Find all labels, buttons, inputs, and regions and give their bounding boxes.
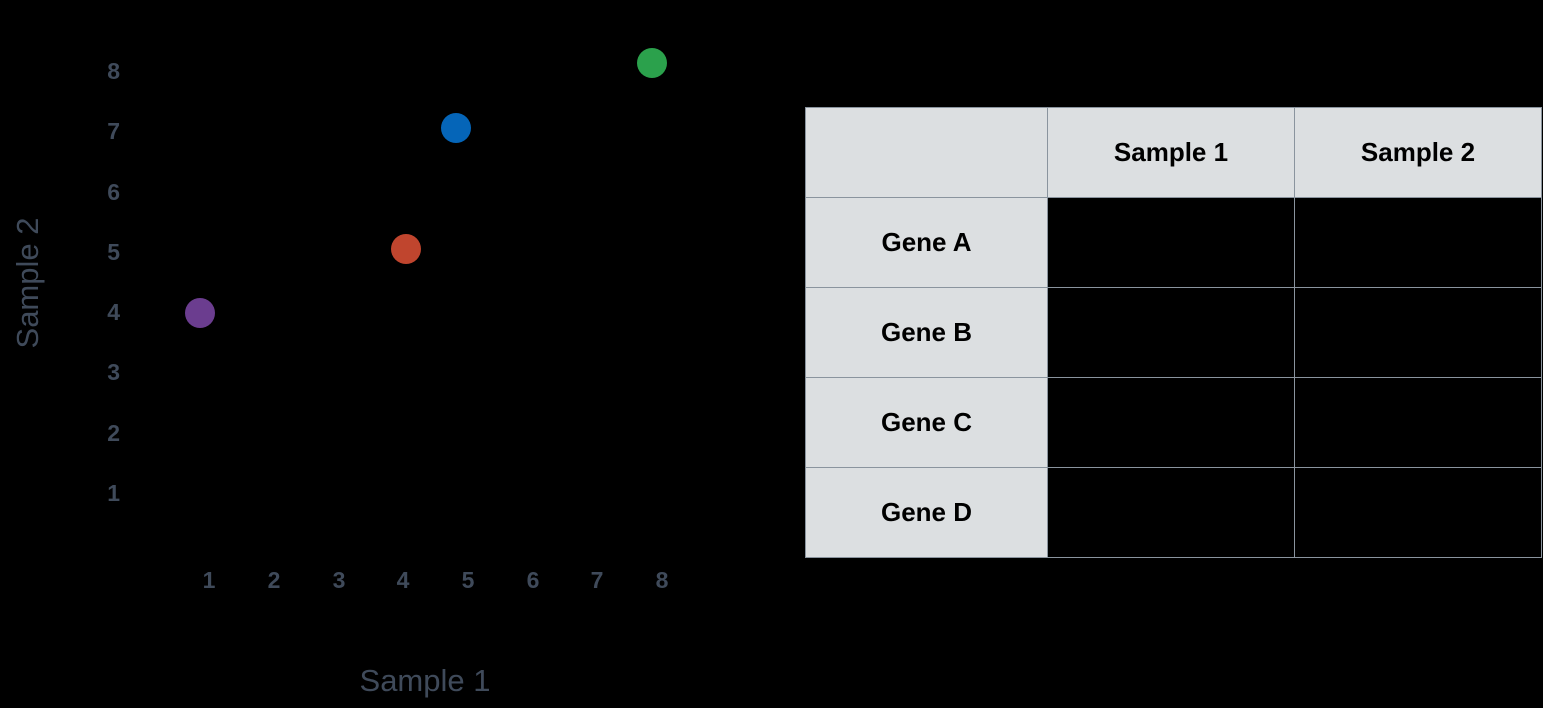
cell-gene-b-sample-1[interactable] bbox=[1047, 287, 1295, 378]
data-point-gene-c[interactable] bbox=[441, 113, 471, 143]
x-tick-label-3: 3 bbox=[332, 567, 346, 593]
x-tick-label-8: 8 bbox=[655, 567, 669, 593]
y-tick-label-4: 4 bbox=[107, 299, 120, 325]
x-axis-title: Sample 1 bbox=[359, 663, 491, 698]
y-tick-label-3: 3 bbox=[107, 359, 120, 385]
data-point-gene-b[interactable] bbox=[391, 234, 421, 264]
scatter-plot-panel: 8 7 6 5 4 3 2 1 1 2 3 4 5 6 7 8 Sample 1… bbox=[10, 48, 669, 698]
table-header-row: Sample 1 Sample 2 bbox=[805, 107, 1542, 198]
row-label-gene-d: Gene D bbox=[805, 467, 1048, 558]
data-point-gene-d[interactable] bbox=[637, 48, 667, 78]
table-row: Gene D bbox=[805, 467, 1542, 558]
table-header-sample-1[interactable]: Sample 1 bbox=[1047, 107, 1295, 198]
x-tick-label-6: 6 bbox=[526, 567, 540, 593]
cell-gene-d-sample-1[interactable] bbox=[1047, 467, 1295, 558]
cell-gene-c-sample-2[interactable] bbox=[1294, 377, 1542, 468]
y-tick-label-7: 7 bbox=[107, 118, 120, 144]
x-tick-label-5: 5 bbox=[461, 567, 475, 593]
table-row: Gene C bbox=[805, 377, 1542, 468]
x-tick-label-2: 2 bbox=[267, 567, 281, 593]
cell-gene-c-sample-1[interactable] bbox=[1047, 377, 1295, 468]
x-tick-label-7: 7 bbox=[590, 567, 604, 593]
y-tick-label-5: 5 bbox=[107, 239, 120, 265]
row-label-gene-a: Gene A bbox=[805, 197, 1048, 288]
row-label-gene-b: Gene B bbox=[805, 287, 1048, 378]
table-row: Gene B bbox=[805, 287, 1542, 378]
row-label-gene-c: Gene C bbox=[805, 377, 1048, 468]
table-header-sample-2[interactable]: Sample 2 bbox=[1294, 107, 1542, 198]
x-tick-label-4: 4 bbox=[396, 567, 410, 593]
x-tick-label-1: 1 bbox=[202, 567, 216, 593]
y-tick-label-8: 8 bbox=[107, 58, 120, 84]
y-tick-label-6: 6 bbox=[107, 179, 120, 205]
cell-gene-b-sample-2[interactable] bbox=[1294, 287, 1542, 378]
table-header-corner bbox=[805, 107, 1048, 198]
table-row: Gene A bbox=[805, 197, 1542, 288]
data-point-gene-a[interactable] bbox=[185, 298, 215, 328]
gene-expression-table: Sample 1 Sample 2 Gene A Gene B Gene C G… bbox=[805, 107, 1542, 558]
y-axis-title: Sample 2 bbox=[10, 217, 45, 349]
cell-gene-d-sample-2[interactable] bbox=[1294, 467, 1542, 558]
y-tick-label-1: 1 bbox=[107, 480, 120, 506]
cell-gene-a-sample-1[interactable] bbox=[1047, 197, 1295, 288]
y-tick-label-2: 2 bbox=[107, 420, 120, 446]
cell-gene-a-sample-2[interactable] bbox=[1294, 197, 1542, 288]
